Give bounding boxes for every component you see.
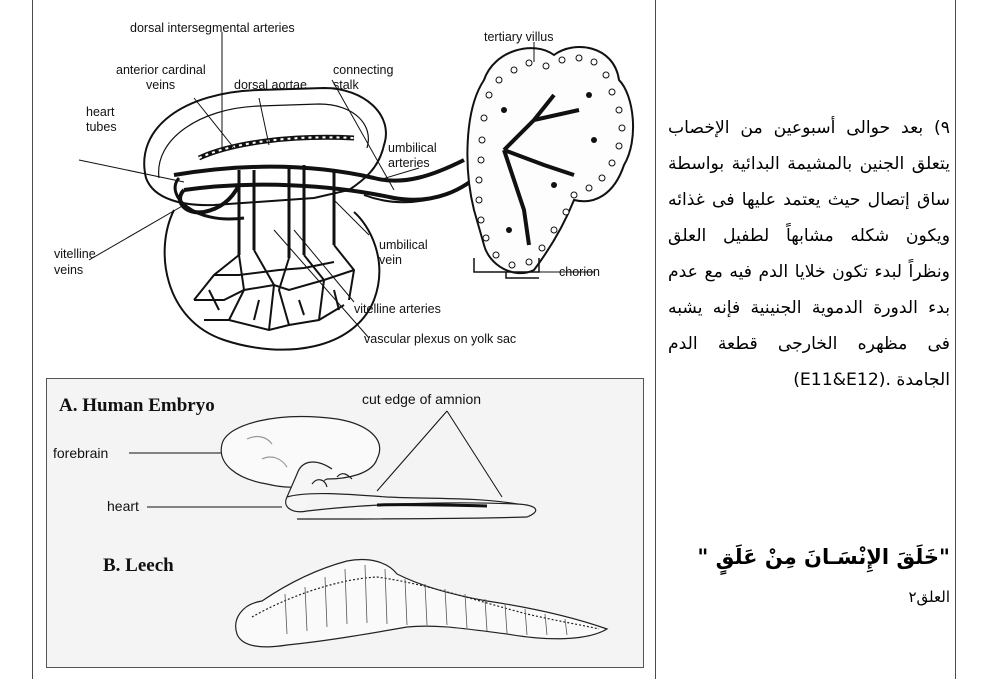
text-column: ٩) بعد حوالى أسبوعين من الإخصاب يتعلق ال… — [658, 0, 956, 679]
figures-column: dorsal intersegmental arteries anterior … — [34, 0, 652, 679]
quran-reference: العلق٢ — [668, 588, 950, 606]
quran-quote: "خَلَقَ الإِنْسَـانَ مِنْ عَلَقٍ " — [668, 545, 950, 569]
description-paragraph: ٩) بعد حوالى أسبوعين من الإخصاب يتعلق ال… — [668, 110, 950, 398]
circulation-svg: dorsal intersegmental arteries anterior … — [34, 0, 652, 372]
villus-outline — [467, 47, 633, 273]
label-heart-tubes-1: heart — [86, 105, 115, 119]
label-connecting-2: stalk — [333, 78, 359, 92]
label-umbilical-arteries-1: umbilical — [388, 141, 437, 155]
label-cut-edge: cut edge of amnion — [362, 391, 481, 407]
label-heart-tubes-2: tubes — [86, 120, 117, 134]
embryo-leech-comparison: A. Human Embryo cut edge of amnion foreb… — [46, 378, 644, 668]
label-umbilical-arteries-2: arteries — [388, 156, 430, 170]
label-umbilical-vein-1: umbilical — [379, 238, 428, 252]
table-border-left — [32, 0, 33, 679]
label-dorsal-aortae: dorsal aortae — [234, 78, 307, 92]
page-frame: dorsal intersegmental arteries anterior … — [32, 0, 956, 679]
label-umbilical-vein-2: vein — [379, 253, 402, 267]
label-heart: heart — [107, 498, 139, 514]
label-vascular-plexus: vascular plexus on yolk sac — [364, 332, 516, 346]
leech-drawing — [236, 560, 607, 647]
comparison-svg: A. Human Embryo cut edge of amnion foreb… — [47, 379, 643, 667]
table-border-middle — [655, 0, 656, 679]
label-vitelline-veins-1: vitelline — [54, 247, 96, 261]
label-forebrain: forebrain — [53, 445, 108, 461]
label-vitelline-arteries: vitelline arteries — [354, 302, 441, 316]
embryo-circulation-diagram: dorsal intersegmental arteries anterior … — [34, 0, 652, 372]
label-tertiary-villus: tertiary villus — [484, 30, 553, 44]
title-human-embryo: A. Human Embryo — [59, 395, 215, 416]
label-connecting-1: connecting — [333, 63, 394, 77]
human-embryo-drawing — [221, 417, 535, 519]
label-anterior-cardinal-2: veins — [146, 78, 175, 92]
vascular-network — [194, 245, 354, 330]
label-chorion: chorion — [559, 265, 600, 279]
title-leech: B. Leech — [103, 555, 174, 576]
label-dorsal-intersegmental: dorsal intersegmental arteries — [130, 21, 295, 35]
label-vitelline-veins-2: veins — [54, 263, 83, 277]
label-anterior-cardinal-1: anterior cardinal — [116, 63, 206, 77]
